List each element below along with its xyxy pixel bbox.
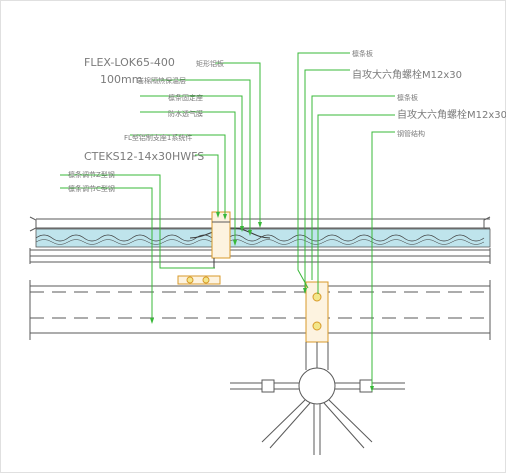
label-100mm: 100mm: [100, 73, 142, 86]
leader-arrows: [150, 212, 374, 392]
label-aluminum-panel: 矩形铝板: [196, 59, 224, 68]
deck-lines: [29, 248, 491, 264]
label-purlin-seat: 檩条固定座: [168, 93, 203, 102]
label-z-steel: 檩条调节Z型钢: [68, 170, 115, 179]
purlin-beam: [29, 280, 491, 340]
support-plate: [177, 275, 221, 285]
label-flex-lok: FLEX-LOK65-400: [84, 56, 175, 69]
label-bolt-2: 自攻大六角螺栓M12x30: [397, 108, 506, 121]
label-rockwool: 岩棉隔热保温层: [137, 76, 186, 85]
right-labels: 檩条板 自攻大六角螺栓M12x30 檩条板 自攻大六角螺栓M12x30 钢管结构: [352, 49, 506, 138]
space-frame-node: [230, 367, 405, 455]
label-fl-support: FL型铝制支座1系统件: [124, 133, 192, 142]
label-purlin-plate-2: 檩条板: [397, 93, 418, 102]
label-purlin-plate-1: 檩条板: [352, 49, 373, 58]
label-steel-structure: 钢管结构: [397, 129, 425, 138]
label-membrane: 防水透气膜: [168, 109, 203, 118]
insulation-layer: [35, 228, 491, 248]
steel-post: [305, 281, 329, 372]
leader-lines: [60, 52, 395, 386]
label-c-steel: 檩条调节C型钢: [68, 184, 115, 193]
left-labels: FLEX-LOK65-400 矩形铝板 100mm 岩棉隔热保温层 檩条固定座 …: [68, 56, 224, 193]
label-bolt-1: 自攻大六角螺栓M12x30: [352, 68, 462, 81]
label-cteks-screw: CTEKS12-14x30HWFS: [84, 150, 204, 163]
seam-membrane: [189, 227, 271, 239]
